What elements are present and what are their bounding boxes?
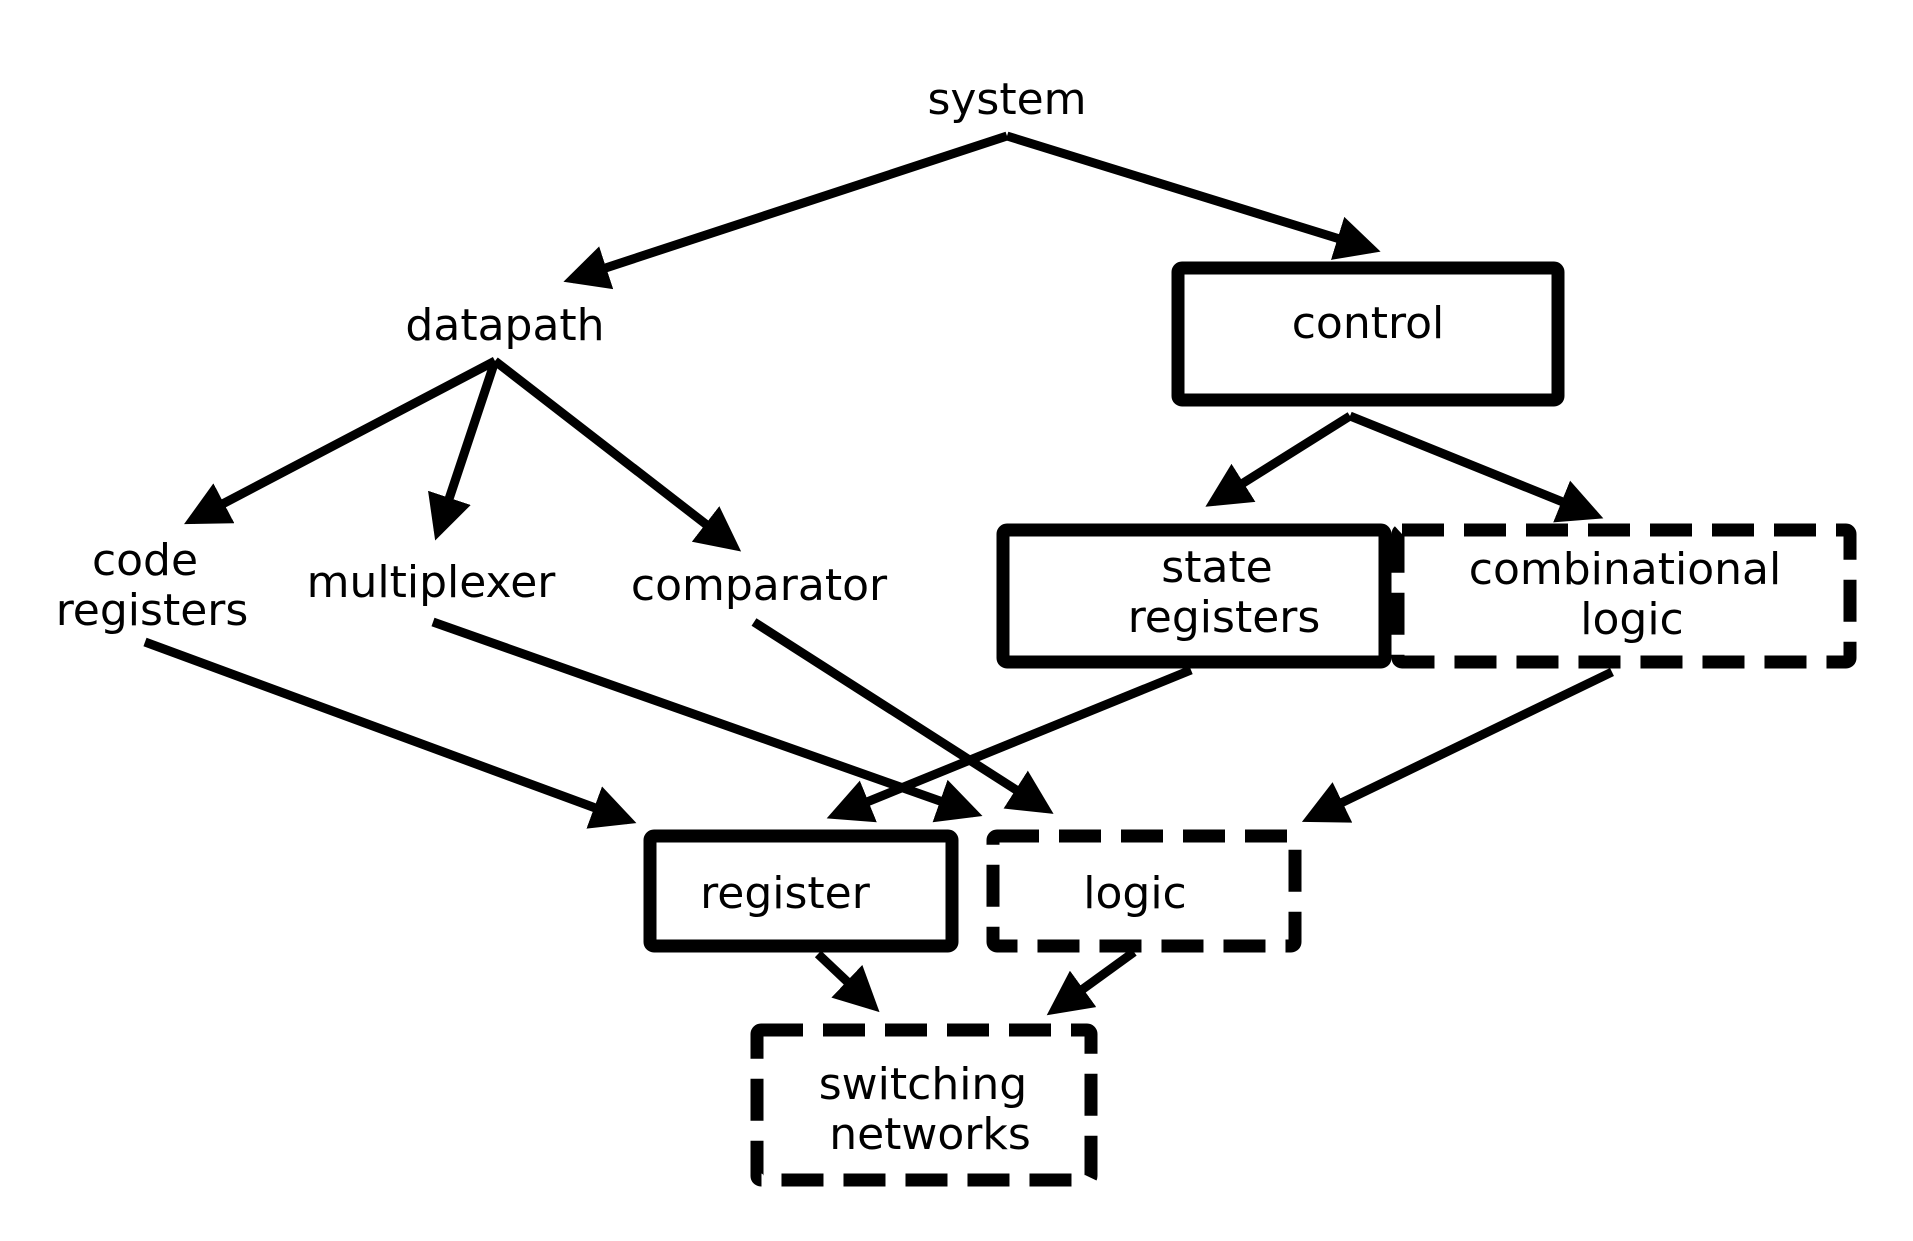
node-control-line: control (1292, 298, 1445, 349)
control-box (1171, 261, 1565, 407)
node-control: control (1292, 298, 1445, 349)
node-logic-line: logic (1083, 868, 1187, 919)
edge-comparator-logic (751, 618, 1054, 814)
node-switching-networks-line-2: networks (829, 1109, 1031, 1160)
edge-register-switching-networks (814, 950, 880, 1013)
register-box (643, 829, 959, 953)
node-system-line: system (927, 74, 1086, 125)
node-combinational-logic: combinational logic (1469, 544, 1795, 645)
node-comparator-line: comparator (631, 560, 888, 611)
edge-code-registers-register (143, 637, 637, 829)
node-multiplexer-line: multiplexer (307, 557, 557, 608)
node-state-registers-line-2: registers (1128, 592, 1321, 643)
node-datapath-line: datapath (405, 300, 604, 351)
node-datapath: datapath (405, 300, 604, 351)
edge-control-combinational-logic (1348, 411, 1604, 523)
node-comparator: comparator (631, 560, 888, 611)
node-switching-networks-line-1: switching (819, 1059, 1028, 1110)
edge-logic-switching-networks (1046, 948, 1137, 1016)
edge-combinational-logic-logic (1301, 667, 1614, 823)
node-combinational-logic-line-2: logic (1580, 594, 1684, 645)
combinational-logic-box (1391, 523, 1857, 669)
labels-layer: system datapath control code registers m… (56, 74, 1795, 1160)
node-state-registers-line-1: state (1161, 542, 1272, 593)
node-register-line: register (700, 868, 871, 919)
edge-datapath-comparator (492, 357, 742, 552)
node-state-registers: state registers (1128, 542, 1321, 643)
node-code-registers-line-2: registers (56, 585, 249, 636)
edge-state-registers-register (826, 665, 1193, 823)
edge-control-state-registers (1205, 412, 1353, 507)
node-register: register (700, 868, 871, 919)
boxes-layer (643, 261, 1857, 1187)
node-switching-networks: switching networks (819, 1059, 1042, 1160)
node-code-registers-line-1: code (92, 535, 198, 586)
edge-datapath-code-registers (184, 357, 498, 525)
logic-box (986, 829, 1302, 953)
node-multiplexer: multiplexer (307, 557, 557, 608)
node-combinational-logic-line-1: combinational (1469, 544, 1781, 595)
edge-system-datapath (563, 131, 1009, 290)
node-system: system (927, 74, 1086, 125)
edge-datapath-multiplexer (428, 359, 500, 541)
edge-system-control (1005, 131, 1381, 260)
edges-layer (143, 131, 1614, 1016)
node-code-registers: code registers (56, 535, 249, 636)
switching-networks-box (750, 1023, 1098, 1187)
edge-multiplexer-logic (431, 617, 983, 823)
node-logic: logic (1083, 868, 1187, 919)
state-registers-box (996, 523, 1392, 669)
